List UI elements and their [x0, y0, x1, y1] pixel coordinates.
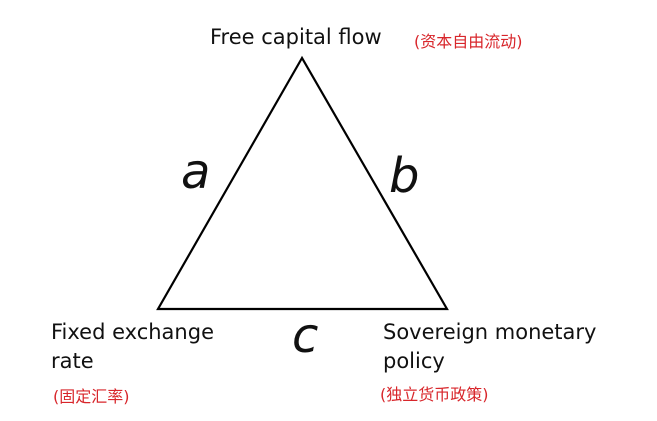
label-fixed-exchange-rate-line2: rate: [51, 349, 94, 373]
label-sovereign-monetary-policy-line1: Sovereign monetary: [383, 320, 597, 344]
edge-label-b: b: [389, 148, 420, 204]
trilemma-triangle: [156, 55, 449, 311]
label-free-capital-flow: Free capital flow: [210, 25, 382, 49]
label-free-capital-flow-cn: (资本自由流动): [414, 32, 523, 51]
label-sovereign-monetary-policy-cn: (独立货币政策): [380, 385, 489, 404]
label-fixed-exchange-rate-line1: Fixed exchange: [51, 320, 214, 344]
label-sovereign-monetary-policy-line2: policy: [383, 349, 445, 373]
label-fixed-exchange-rate-cn: (固定汇率): [53, 387, 130, 406]
edge-label-a: a: [181, 144, 211, 200]
edge-label-c: c: [292, 308, 319, 364]
